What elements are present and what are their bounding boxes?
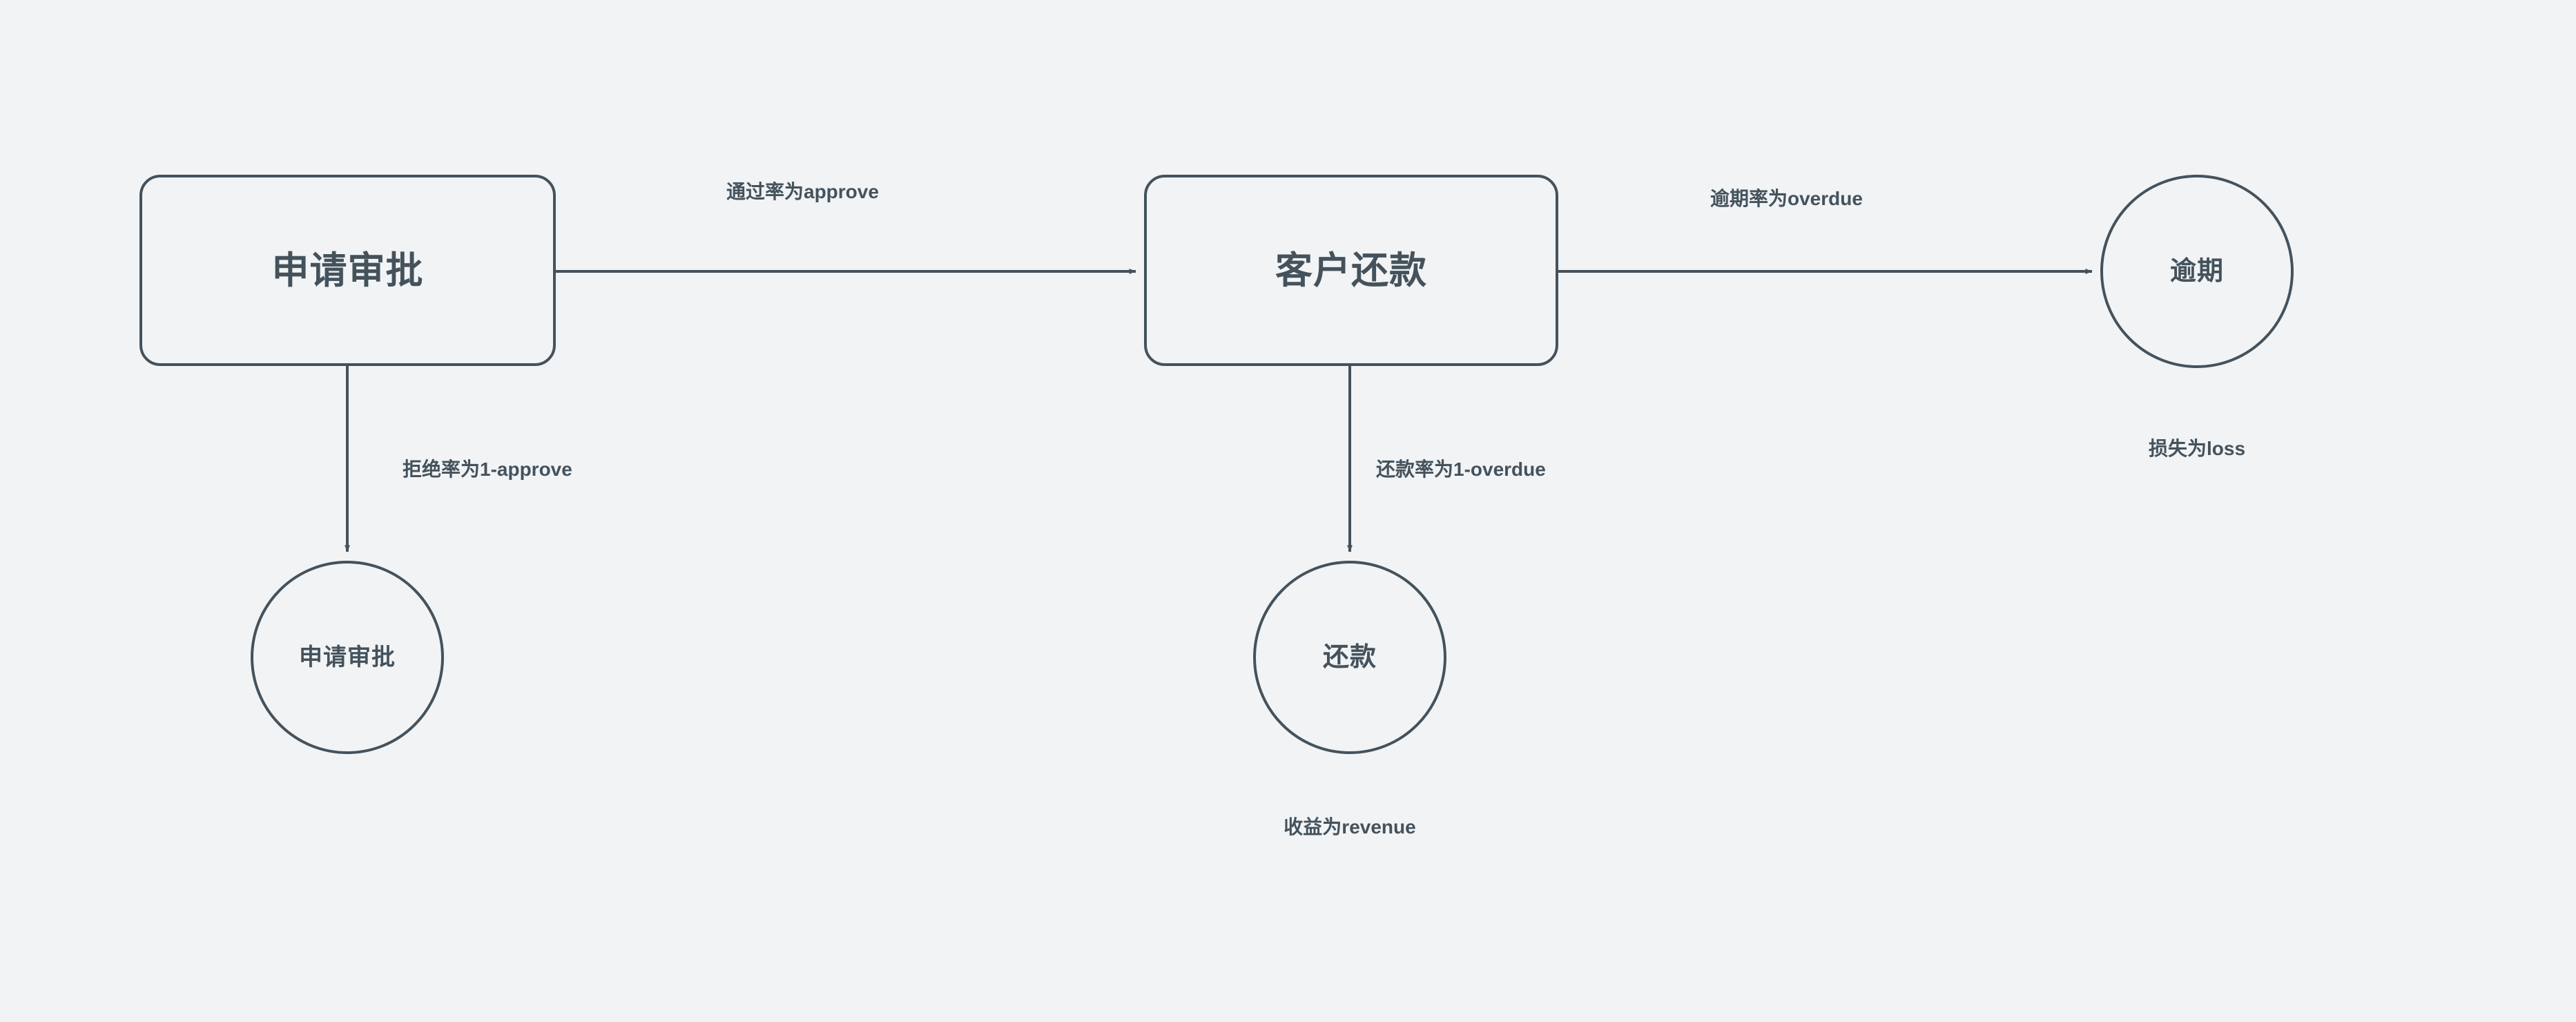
node-customer-repayment-label: 客户还款 (1275, 249, 1427, 291)
caption-loss: 损失为loss (2148, 438, 2246, 459)
node-rejected-label: 申请审批 (299, 644, 396, 671)
edge-label-approve: 通过率为approve (726, 181, 879, 202)
node-rejected[interactable]: 申请审批 (251, 561, 444, 754)
edge-label-repay: 还款率为1-overdue (1376, 459, 1546, 480)
edge-label-reject: 拒绝率为1-approve (403, 459, 572, 480)
caption-revenue: 收益为revenue (1284, 816, 1416, 838)
node-repaid-label: 还款 (1322, 643, 1377, 672)
node-repaid[interactable]: 还款 (1253, 561, 1446, 754)
node-application-approval[interactable]: 申请审批 (139, 175, 556, 366)
edge-label-overdue: 逾期率为overdue (1710, 188, 1863, 209)
node-application-approval-label: 申请审批 (271, 249, 424, 291)
node-customer-repayment[interactable]: 客户还款 (1144, 175, 1558, 366)
node-overdue-label: 逾期 (2169, 257, 2224, 286)
node-overdue[interactable]: 逾期 (2100, 175, 2294, 368)
